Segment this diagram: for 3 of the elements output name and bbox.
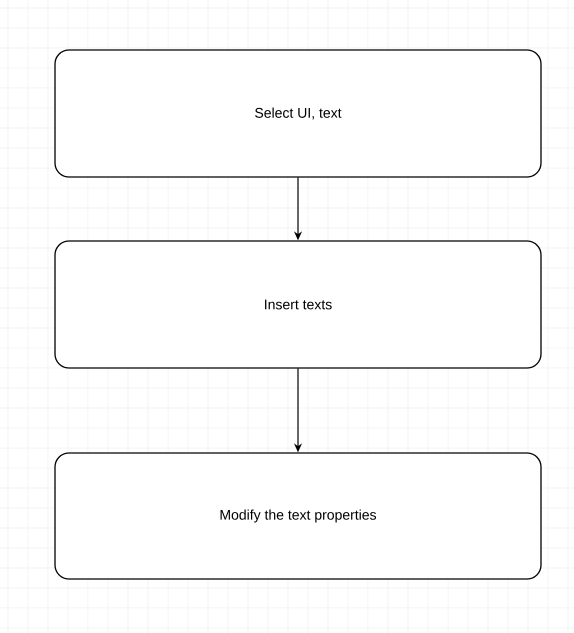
process-box: Select UI, text [54,49,542,178]
process-box: Modify the text properties [54,452,542,580]
process-box: Insert texts [54,240,542,369]
